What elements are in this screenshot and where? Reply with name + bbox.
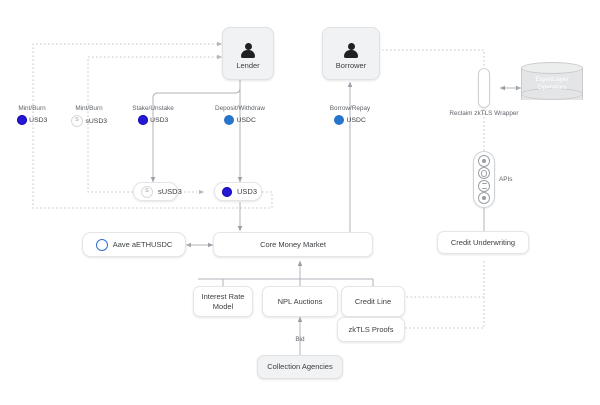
flow-token: USDC: [346, 116, 366, 124]
usd3-coin-icon: [222, 186, 232, 197]
usdc-coin-icon: [224, 115, 235, 126]
actor-borrower[interactable]: Borrower: [322, 27, 380, 80]
node-aave-label: Aave aETHUSDC: [112, 239, 173, 249]
person-icon: [343, 42, 360, 59]
reclaim-zktls-wrapper[interactable]: [478, 68, 490, 108]
aave-coin-icon: [95, 238, 108, 251]
flow-action: Mint/Burn: [75, 105, 103, 112]
node-credit-line[interactable]: Credit Line: [341, 286, 405, 317]
usd3-coin-icon: [137, 115, 148, 126]
token-susd3[interactable]: S sUSD3: [133, 182, 182, 201]
node-zktls-proofs-label: zkTLS Proofs: [348, 324, 394, 334]
node-collection-agencies[interactable]: Collection Agencies: [257, 355, 343, 379]
api-icon-1: [478, 155, 490, 168]
node-core-money-market[interactable]: Core Money Market: [213, 232, 373, 257]
api-icon-4: [478, 191, 490, 204]
flow-token: USD3: [29, 116, 48, 124]
token-usd3[interactable]: USD3: [214, 182, 262, 201]
node-npl-auctions[interactable]: NPL Auctions: [262, 286, 338, 317]
node-core-money-market-label: Core Money Market: [260, 239, 326, 249]
actor-borrower-label: Borrower: [335, 60, 367, 70]
reclaim-zktls-wrapper-label: Reclaim zkTLS Wrapper: [449, 110, 519, 117]
node-aave[interactable]: Aave aETHUSDC: [82, 232, 186, 257]
flow-action: Borrow/Repay: [329, 105, 371, 112]
token-usd3-label: USD3: [237, 186, 258, 196]
edge-label-bid: Bid: [295, 336, 305, 343]
apis-group[interactable]: [473, 151, 495, 208]
node-credit-line-label: Credit Line: [354, 296, 392, 306]
node-credit-underwriting[interactable]: Credit Underwriting: [437, 231, 529, 254]
flow-label-mint-burn-usd3: Mint/Burn USD3: [0, 105, 64, 126]
flow-action: Deposit/Withdraw: [214, 105, 266, 112]
node-interest-rate-model-label: Interest Rate Model: [201, 292, 245, 311]
flow-label-borrow-repay: Borrow/Repay USDC: [312, 105, 388, 126]
flow-label-mint-burn-susd3: Mint/Burn S sUSD3: [57, 105, 121, 128]
api-icon-3: [478, 179, 490, 192]
api-icon-2: [478, 167, 490, 180]
node-credit-underwriting-label: Credit Underwriting: [450, 237, 516, 247]
node-npl-auctions-label: NPL Auctions: [277, 296, 323, 306]
flow-action: Stake/Unstake: [132, 105, 174, 112]
flow-token: USDC: [236, 116, 256, 124]
node-interest-rate-model[interactable]: Interest Rate Model: [193, 286, 253, 317]
actor-lender-label: Lender: [236, 60, 260, 70]
node-collection-agencies-label: Collection Agencies: [267, 362, 333, 372]
person-icon: [240, 42, 257, 59]
node-zktls-proofs[interactable]: zkTLS Proofs: [337, 317, 405, 342]
token-susd3-label: sUSD3: [158, 186, 182, 196]
eigenlayer-operators-label: EigenLayer Operators: [535, 76, 569, 92]
susd3-coin-icon: S: [70, 115, 83, 128]
flow-label-deposit-withdraw: Deposit/Withdraw USDC: [200, 105, 280, 126]
flow-label-stake-unstake: Stake/Unstake USD3: [116, 105, 190, 126]
usd3-coin-icon: [16, 115, 27, 126]
actor-lender[interactable]: Lender: [222, 27, 274, 80]
flow-action: Mint/Burn: [18, 105, 46, 112]
eigenlayer-operators-db[interactable]: EigenLayer Operators: [521, 62, 583, 112]
apis-label: APIs: [499, 176, 513, 183]
flow-token: USD3: [150, 116, 169, 124]
susd3-coin-icon: S: [141, 185, 153, 198]
usdc-coin-icon: [334, 115, 345, 126]
flow-token: sUSD3: [85, 117, 108, 125]
